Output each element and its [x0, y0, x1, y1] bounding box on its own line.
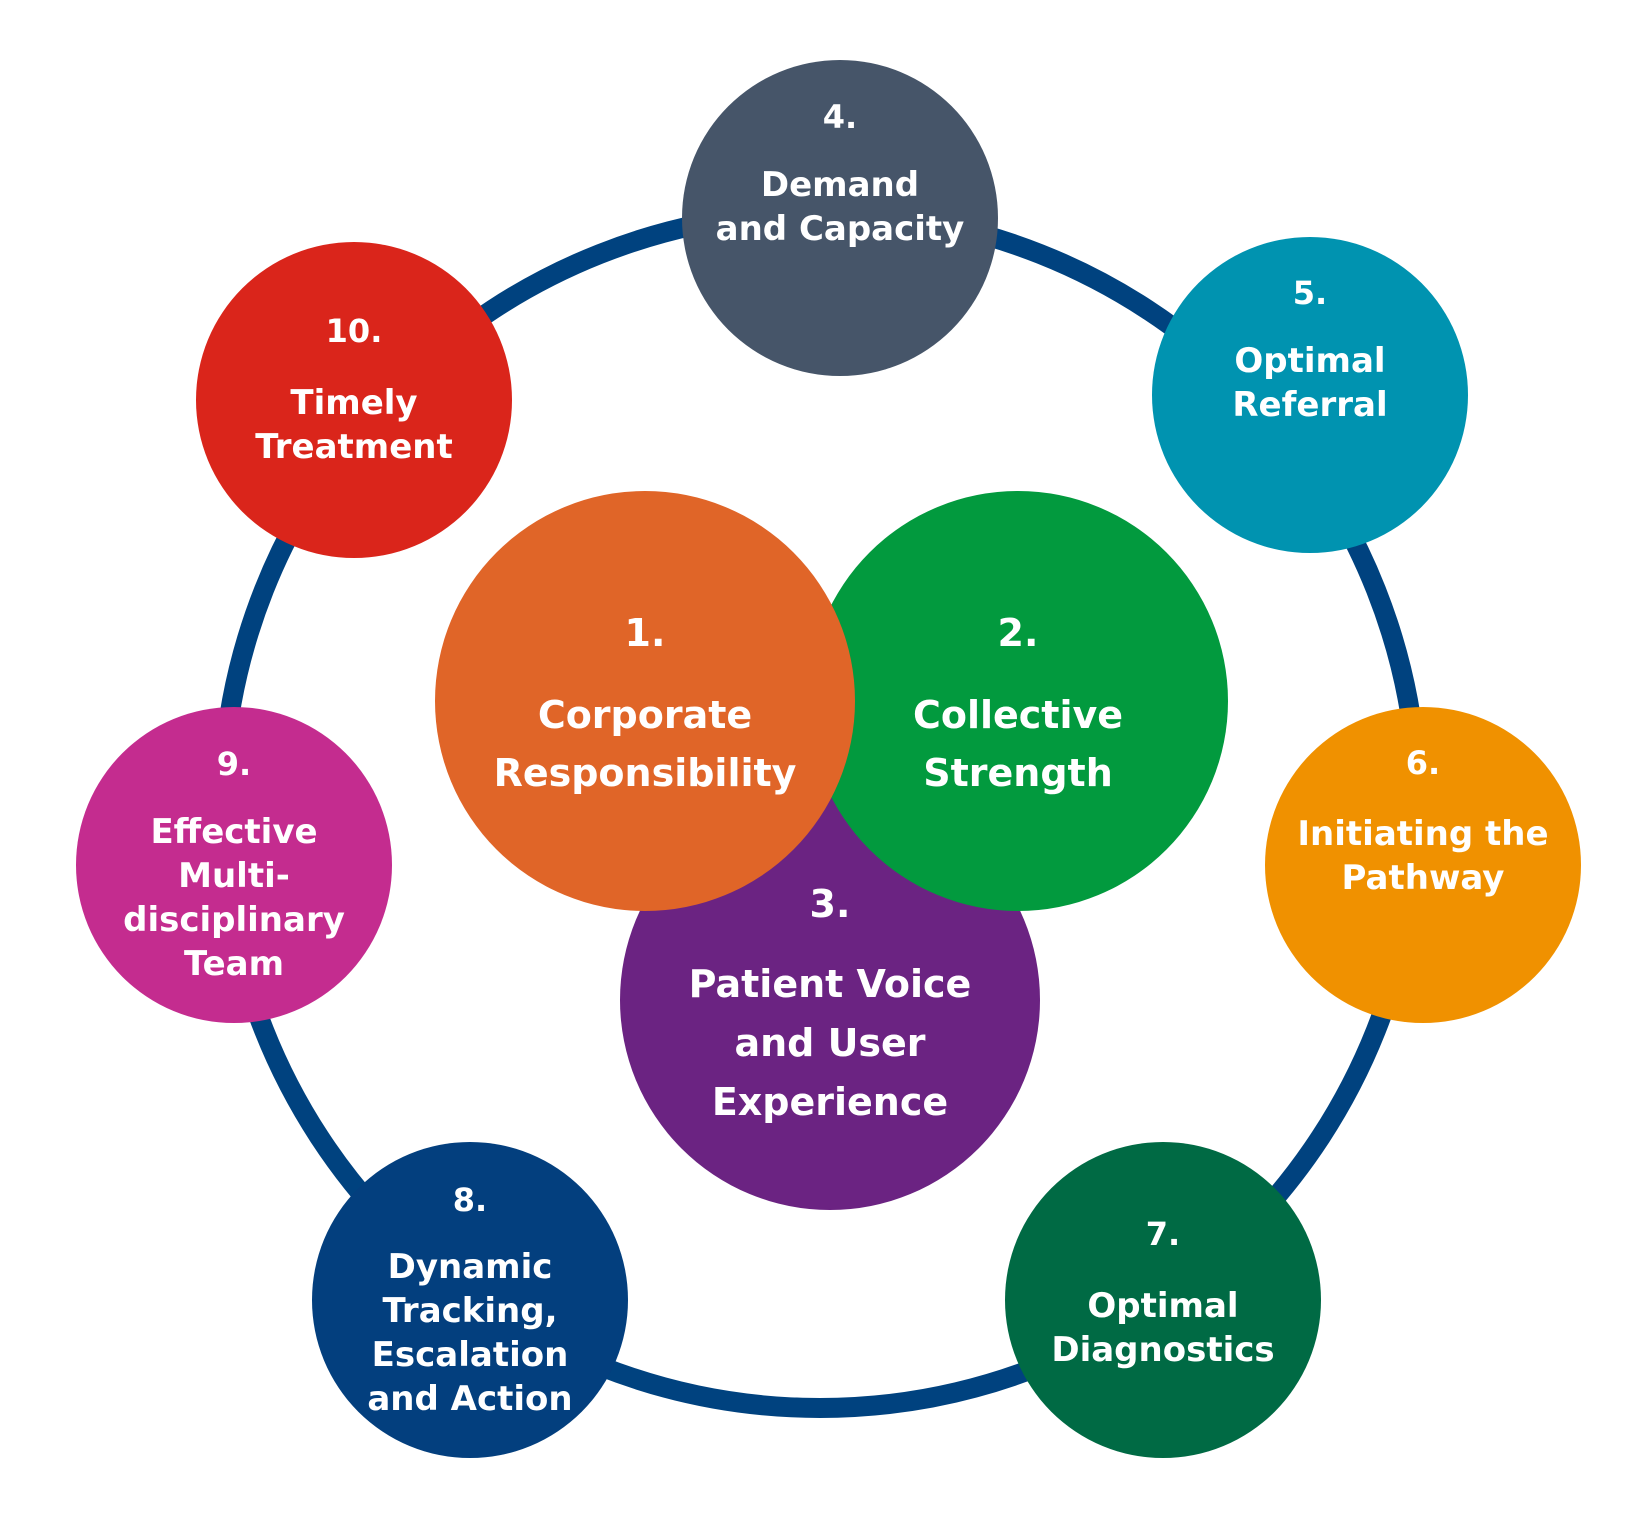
step-label-line: Experience: [712, 1080, 948, 1124]
step-label-line: Multi-: [178, 856, 290, 896]
inner-circle: [808, 491, 1228, 911]
step-label-line: Optimal: [1234, 341, 1385, 381]
outer-circle: [312, 1142, 628, 1458]
step-number: 1.: [625, 611, 666, 655]
step-label-line: disciplinary: [123, 900, 345, 940]
step-label-line: Tracking,: [382, 1291, 557, 1331]
step-number: 10.: [326, 312, 383, 350]
step-label-line: Effective: [150, 812, 317, 852]
outer-circle: [1152, 237, 1468, 553]
step-label-line: Escalation: [372, 1335, 569, 1375]
outer-circle: [682, 60, 998, 376]
step-label-line: Referral: [1232, 385, 1387, 425]
outer-circle: [196, 242, 512, 558]
step-label-line: Responsibility: [494, 751, 797, 795]
step-label-line: Timely: [290, 383, 417, 423]
outer-circle: [1265, 707, 1581, 1023]
step-number: 7.: [1146, 1215, 1180, 1253]
step-label-line: Treatment: [255, 427, 452, 467]
step-number: 2.: [998, 611, 1039, 655]
step-number: 8.: [453, 1181, 487, 1219]
step-label-line: Initiating the: [1297, 814, 1548, 854]
step-label-line: and Action: [367, 1379, 572, 1419]
step-label-line: Pathway: [1342, 858, 1505, 898]
inner-circle: [435, 491, 855, 911]
step-label-line: Corporate: [538, 693, 752, 737]
outer-circle: [76, 707, 392, 1023]
step-number: 3.: [810, 882, 851, 926]
step-number: 4.: [823, 98, 857, 136]
step-label-line: Team: [184, 944, 284, 984]
step-label-line: Demand: [761, 165, 919, 205]
step-label-line: Patient Voice: [689, 962, 972, 1006]
step-number: 6.: [1406, 744, 1440, 782]
outer-circle: [1005, 1142, 1321, 1458]
step-label-line: Strength: [923, 751, 1113, 795]
step-label-line: Collective: [913, 693, 1123, 737]
step-number: 9.: [217, 745, 251, 783]
step-number: 5.: [1293, 274, 1327, 312]
step-label-line: Diagnostics: [1051, 1330, 1274, 1370]
step-label-line: Dynamic: [388, 1247, 553, 1287]
step-label-line: Optimal: [1087, 1286, 1238, 1326]
step-label-line: and User: [734, 1021, 925, 1065]
step-label-line: and Capacity: [716, 209, 965, 249]
